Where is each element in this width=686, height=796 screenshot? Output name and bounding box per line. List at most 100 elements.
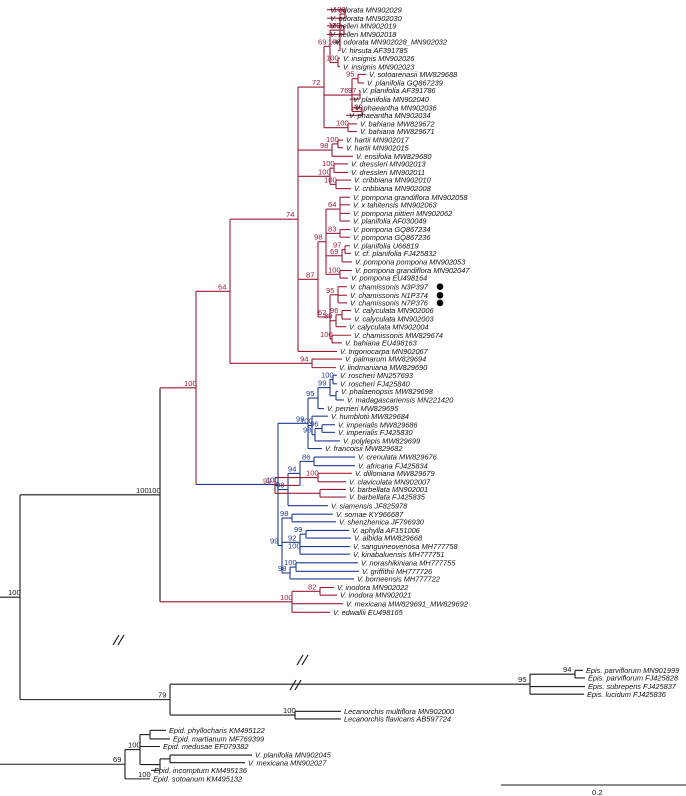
support-value: 98 — [276, 481, 284, 490]
support-value: 98 — [278, 564, 286, 573]
support-value: 100 — [148, 486, 161, 495]
support-value: 100 — [284, 558, 297, 567]
tip-label: Epid. incomptum KM495136 — [154, 766, 248, 775]
support-value: 87 — [306, 270, 314, 279]
tip-label: V. barbellata FJ425835 — [349, 493, 426, 502]
tip-label: V. shenzhenica JF796930 — [339, 517, 425, 526]
tip-label: Epid. medusae EF079382 — [163, 742, 248, 751]
tip-label: Epis. subrepens FJ425837 — [588, 682, 677, 691]
tip-label: V. roscheri MN257693 — [340, 371, 414, 380]
tip-label: V. hartii MN902017 — [346, 136, 410, 145]
break-mark — [112, 634, 125, 646]
support-value: 79 — [158, 691, 166, 700]
support-value: 100 — [328, 21, 341, 30]
tip-label: V. aphylla AF151006 — [352, 526, 421, 535]
support-value: 100 — [283, 706, 296, 715]
support-value: 95 — [346, 70, 354, 79]
support-value: 64 — [218, 282, 226, 291]
tip-label: V. bahiana EU498163 — [345, 338, 418, 347]
support-value: 100 — [300, 416, 313, 425]
support-value: 69 — [330, 247, 338, 256]
tip-label: V. norashikiniana MH777755 — [361, 558, 456, 567]
tip-label: Epid. martianum MF769399 — [173, 734, 264, 743]
tip-label: V. planifolia AF391786 — [362, 86, 436, 95]
tree-branches — [0, 9, 585, 780]
support-value: 100 — [184, 379, 197, 388]
tip-label: V. claviculata MN902007 — [349, 477, 431, 486]
support-value: 94 — [300, 354, 308, 363]
tip-label: V. palmarum MW829694 — [345, 355, 426, 364]
scale-bar-label: 0.2 — [592, 788, 603, 796]
tip-label: V. roscheri FJ425840 — [340, 379, 411, 388]
support-value: 74 — [286, 210, 294, 219]
support-value: 62 — [318, 308, 326, 317]
support-value: 96 — [310, 420, 318, 429]
support-value: 99 — [296, 414, 304, 423]
support-value: 100 — [326, 135, 339, 144]
tip-label: V. pompona EU498164 — [351, 274, 427, 283]
tip-label: V. somae KY966687 — [336, 510, 404, 519]
tip-label: V. odorata MN902029 — [330, 5, 402, 14]
tip-label: V. x tahitensis MN902063 — [353, 200, 438, 209]
tip-label: V. chamissonis N1P374 — [350, 291, 428, 300]
tip-label: V. planifolia GQ867239 — [367, 79, 443, 88]
tip-label: V. kinabaluensis MH777751 — [353, 550, 444, 559]
tip-label: V. bahiana MW829671 — [360, 127, 435, 136]
support-value: 98 — [303, 426, 311, 435]
support-value: 100 — [328, 37, 341, 46]
tip-label: V. trigonocarpa MN902067 — [340, 347, 429, 356]
tip-label: V. inodora MN902021 — [340, 591, 411, 600]
tip-label: V. edwallii EU498165 — [333, 608, 404, 617]
sample-marker-dot — [436, 291, 444, 299]
tip-label: V. ensifolia MW829680 — [356, 152, 432, 161]
support-value: 94 — [563, 665, 571, 674]
tip-label: V. dressleri MN902011 — [351, 168, 425, 177]
support-value: 100 — [288, 541, 301, 550]
tip-label: V. calyculata MN902003 — [354, 315, 434, 324]
support-value: 100 — [280, 593, 293, 602]
break-mark — [296, 654, 309, 666]
support-value: 95 — [326, 286, 334, 295]
tip-label: V. phalaenopsis MW829698 — [341, 387, 434, 396]
tip-label: Epis. parviflorum MN901999 — [586, 666, 679, 675]
tip-label: V. griffithii MH777726 — [362, 567, 433, 576]
tip-label: V. pompona GQ867236 — [353, 233, 431, 242]
support-value: 89 — [324, 312, 332, 321]
support-value: 100 — [333, 5, 346, 14]
support-value: 64 — [328, 200, 336, 209]
tip-label: V. chamissonis N7P376 — [350, 298, 429, 307]
branch-break-marks — [112, 634, 309, 691]
tip-label: V. calyculata MN902004 — [349, 322, 429, 331]
tip-label: V. humblotii MW829684 — [331, 412, 409, 421]
tip-label: V. borneensis MH777722 — [357, 575, 440, 584]
tip-label: V. chamissonis N3P397 — [350, 282, 429, 291]
tip-label: V. planifolia MN902045 — [255, 751, 332, 760]
support-value: 100 — [8, 588, 21, 597]
tip-label: V. cribbiana MN902008 — [354, 184, 432, 193]
tip-label: V. africana FJ425834 — [358, 461, 428, 470]
support-value: 100 — [136, 486, 149, 495]
support-value: 95 — [518, 675, 526, 684]
support-value: 94 — [288, 464, 296, 473]
support-value: 86 — [302, 452, 310, 461]
tip-label: Lecanorchis multiflora MN902000 — [344, 707, 455, 716]
support-value: 83 — [328, 224, 336, 233]
support-value: 95 — [306, 389, 314, 398]
tip-label: V. pompona pittieri MN902062 — [353, 209, 452, 218]
tip-label: V. calyculata MN902006 — [354, 306, 434, 315]
support-value: 99 — [270, 537, 278, 546]
support-value: 92 — [288, 533, 296, 542]
tip-label: V. planifolia U66819 — [353, 241, 419, 250]
support-value: 100 — [318, 167, 331, 176]
sample-marker-dot — [436, 283, 444, 290]
support-value: 82 — [308, 582, 316, 591]
tip-label: V. chamissonis MW829674 — [354, 331, 443, 340]
support-value: 100 — [336, 119, 349, 128]
tip-label: V. pompona GQ867234 — [353, 225, 431, 234]
tip-label: V. perrieri MW829695 — [327, 404, 399, 413]
tip-label: V. insignis MN902023 — [343, 62, 415, 71]
tip-label: V. polylepis MW829699 — [343, 437, 420, 446]
support-value: 69 — [113, 755, 121, 764]
